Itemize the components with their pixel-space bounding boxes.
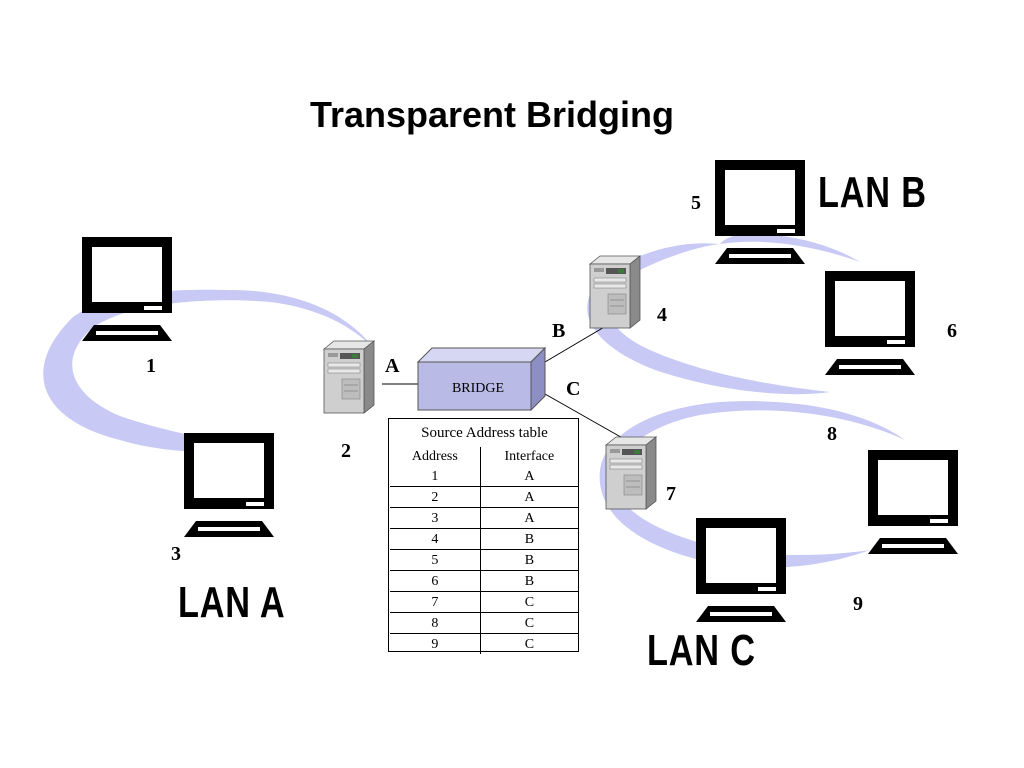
interface-cell: C [479,633,578,654]
address-cell: 3 [390,507,481,529]
address-cell: 9 [390,633,481,654]
address-cell: 1 [431,468,439,484]
link-port-c [544,393,627,441]
link-port-b [544,325,607,363]
host-label-3: 3 [171,543,181,565]
host-2-server-icon [323,340,375,414]
host-3-computer-icon [184,433,274,537]
interface-cell: A [479,466,578,487]
host-label-6: 6 [947,320,957,342]
host-5-computer-icon [715,160,805,264]
column-header-interface: Interface [479,447,578,466]
port-a-label: A [385,355,400,377]
column-header-address: Address [411,449,458,464]
interface-cell: C [479,591,578,613]
lan-c-label: LAN C [647,626,756,675]
interface-cell: B [479,549,578,571]
host-1-computer-icon [82,237,172,341]
port-c-label: C [566,378,581,400]
address-cell: 6 [390,570,481,592]
host-label-8: 8 [827,423,837,445]
interface-cell: B [479,528,578,550]
interface-cell: C [479,612,578,634]
source-address-table: Source Address table Address Interface 1… [388,418,579,654]
table-header-row: Address Interface [390,447,578,466]
host-9-computer-icon [696,518,786,622]
bridge-box [416,346,547,412]
table-caption: Source Address table [421,425,548,441]
address-cell: 5 [390,549,481,571]
address-cell: 2 [390,486,481,508]
interface-cell: A [479,486,578,508]
interface-cell: B [479,570,578,592]
lan-b-ring [587,234,860,395]
host-label-1: 1 [146,355,156,377]
host-7-server-icon [605,436,657,510]
host-label-2: 2 [341,440,351,462]
address-cell: 8 [390,612,481,634]
host-label-5: 5 [691,192,701,214]
lan-b-label: LAN B [818,168,927,217]
port-b-label: B [552,320,566,342]
page-title: Transparent Bridging [309,94,675,135]
interface-cell: A [479,507,578,529]
bridge-label: BRIDGE [451,381,505,396]
host-8-computer-icon [868,450,958,554]
host-4-server-icon [589,255,641,329]
host-label-7: 7 [666,483,676,505]
address-cell: 7 [390,591,481,613]
host-label-4: 4 [657,304,667,326]
address-cell: 4 [390,528,481,550]
host-label-9: 9 [853,593,863,615]
host-6-computer-icon [825,271,915,375]
lan-a-label: LAN A [178,578,286,627]
